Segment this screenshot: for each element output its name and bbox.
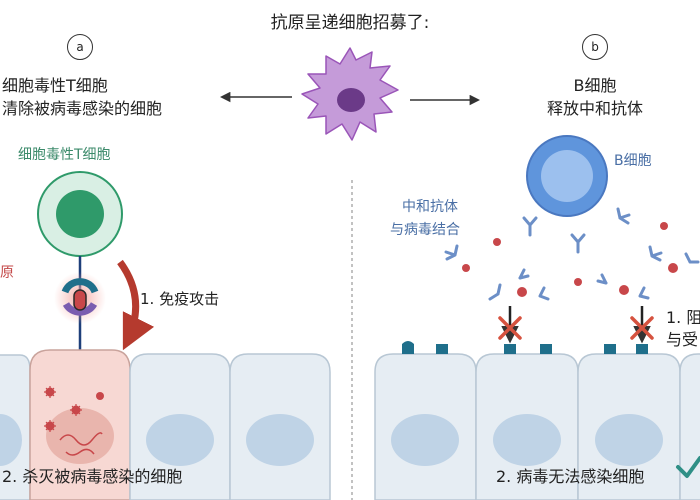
right-epithelium: [374, 353, 700, 500]
attack-arrow: [117, 259, 155, 351]
step2-no-infect: 2. 病毒无法感染细胞: [496, 467, 645, 486]
page-title: 抗原呈递细胞招募了:: [270, 13, 430, 33]
step1-block-line1: 1. 阻: [666, 308, 700, 327]
check-icon: [676, 456, 700, 478]
step1-block-line2: 与受: [666, 330, 699, 349]
antigen-label: 原: [0, 265, 14, 281]
dendritic-cell: [301, 47, 399, 141]
right-header-line2: 释放中和抗体: [546, 99, 643, 118]
mhc-receptor: [62, 302, 98, 316]
antibody-label-line1: 中和抗体: [402, 199, 458, 215]
panel-b-badge: b: [582, 34, 608, 60]
t-cell: [37, 171, 123, 257]
block-x-marks: [498, 316, 654, 340]
free-viruses: [462, 222, 678, 297]
bcell-label: B细胞: [614, 153, 652, 169]
cell-receptors: [402, 341, 648, 354]
left-epithelium: [0, 349, 331, 500]
b-cell: [526, 135, 608, 217]
antibody-label-line2: 与病毒结合: [390, 222, 460, 238]
left-header-line2: 清除被病毒感染的细胞: [2, 99, 163, 118]
left-header-line1: 细胞毒性T细胞: [2, 76, 108, 95]
virus-spikes: [44, 386, 82, 432]
tcell-label: 细胞毒性T细胞: [18, 147, 111, 163]
step1-attack: 1. 免疫攻击: [140, 290, 220, 308]
right-header-line1: B细胞: [573, 76, 617, 95]
panel-a-badge: a: [67, 34, 93, 60]
step2-kill: 2. 杀灭被病毒感染的细胞: [2, 467, 183, 486]
antibodies: [444, 207, 700, 301]
antigen: [73, 289, 87, 311]
tcr-receptor: [61, 278, 99, 294]
